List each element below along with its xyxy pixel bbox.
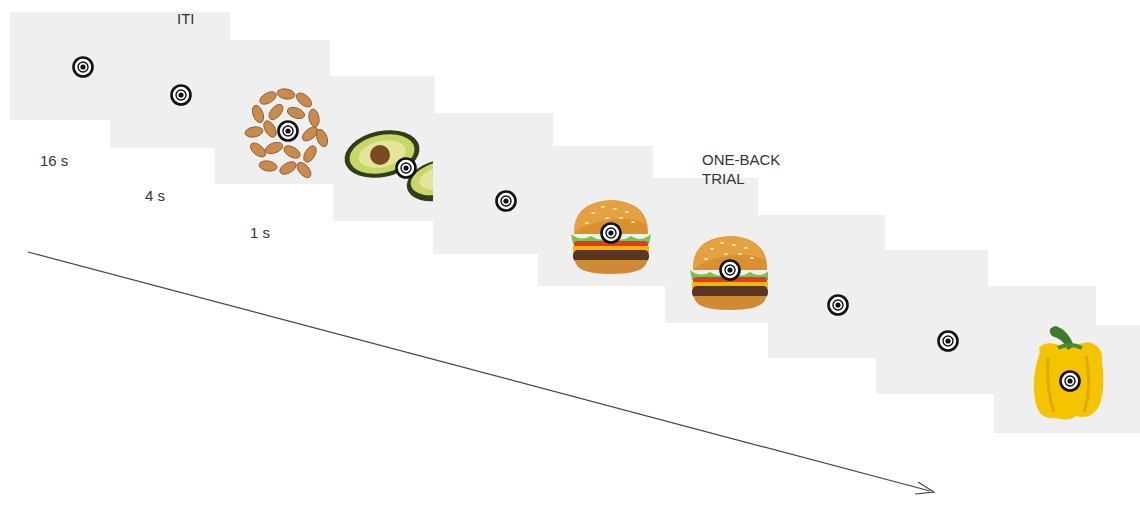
fixation-target — [939, 332, 958, 351]
burger-image — [571, 200, 651, 274]
time-arrowhead — [915, 482, 934, 494]
duration-label: 4 s — [145, 186, 205, 205]
interval-label: ITI — [177, 9, 237, 28]
fixation-target — [497, 192, 516, 211]
fixation-target — [279, 122, 298, 141]
fixation-target — [397, 159, 416, 178]
screen-panel — [994, 325, 1140, 433]
fixation-target — [74, 58, 93, 77]
fixation-target — [1061, 372, 1080, 391]
fixation-target — [172, 86, 191, 105]
yellow-pepper-image — [1034, 326, 1104, 420]
burger-image — [690, 236, 770, 310]
screen-panel — [876, 286, 1096, 394]
duration-label: 16 s — [40, 151, 100, 170]
trial-type-label: ONE-BACK TRIAL — [702, 150, 792, 188]
fixation-target — [721, 261, 740, 280]
fixation-target — [829, 296, 848, 315]
duration-label: 1 s — [250, 223, 310, 242]
fixation-target — [602, 224, 621, 243]
almonds-image — [244, 88, 330, 181]
